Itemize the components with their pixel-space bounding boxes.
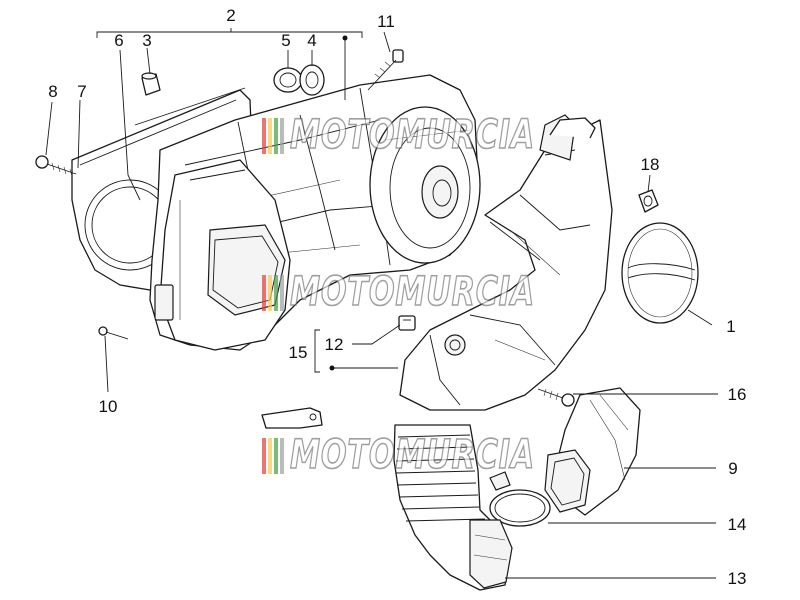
intake-sleeve [544,387,641,516]
callout-6: 6 [114,31,123,50]
callout-4: 4 [307,31,316,50]
watermark-stripe [274,275,278,311]
watermark-text: MOTOMURCIA [290,432,535,478]
cover-boss [369,106,481,264]
callout-13: 13 [728,569,747,588]
bracket [261,407,323,429]
watermark-text: MOTOMURCIA [290,269,535,315]
screw-10 [98,326,129,340]
callout-5: 5 [281,31,290,50]
hose-clamp [489,471,551,527]
plug-part [141,72,161,96]
grommet-18 [638,189,659,213]
callout-7: 7 [77,82,86,101]
watermark-stripe [280,275,284,311]
callout-18: 18 [641,155,660,174]
watermark-group: MOTOMURCIA MOTOMURCIA MOTOMURCIA [262,111,535,479]
motomurcia-watermark: MOTOMURCIA [262,431,535,479]
callout-14: 14 [728,515,747,534]
watermark-stripe [280,438,284,474]
callout-9: 9 [728,459,737,478]
callout-10: 10 [99,397,118,416]
screw-11 [367,49,404,91]
corrugated-hose [393,424,513,591]
callout-8: 8 [48,82,57,101]
callout-16: 16 [728,385,747,404]
callout-1: 1 [726,317,735,336]
watermark-stripe [274,118,278,154]
bearing [299,64,325,96]
watermark-stripe [262,275,266,311]
watermark-stripe [274,438,278,474]
seal-ring [273,67,303,93]
callout-12: 12 [325,335,344,354]
air-duct [399,114,613,411]
fan-shroud [154,159,291,351]
callout-2: 2 [226,6,235,25]
leader-lines [45,28,718,579]
callout-11: 11 [377,12,395,31]
watermark-stripe [268,275,272,311]
watermark-stripe [280,118,284,154]
callout-labels: 2 11 6 3 5 4 8 7 18 1 12 15 16 10 9 14 1… [48,6,746,588]
cover-disc [621,222,699,324]
watermark-text: MOTOMURCIA [290,112,535,158]
watermark-stripe [268,118,272,154]
screw-8 [35,155,77,177]
motomurcia-watermark: MOTOMURCIA [262,111,535,159]
callout-3: 3 [142,31,151,50]
screw-16 [537,388,575,407]
watermark-stripe [262,438,266,474]
clip-12 [398,315,416,331]
watermark-stripe [262,118,266,154]
watermark-stripe [268,438,272,474]
motomurcia-watermark: MOTOMURCIA [262,268,535,316]
callout-15: 15 [289,343,308,362]
